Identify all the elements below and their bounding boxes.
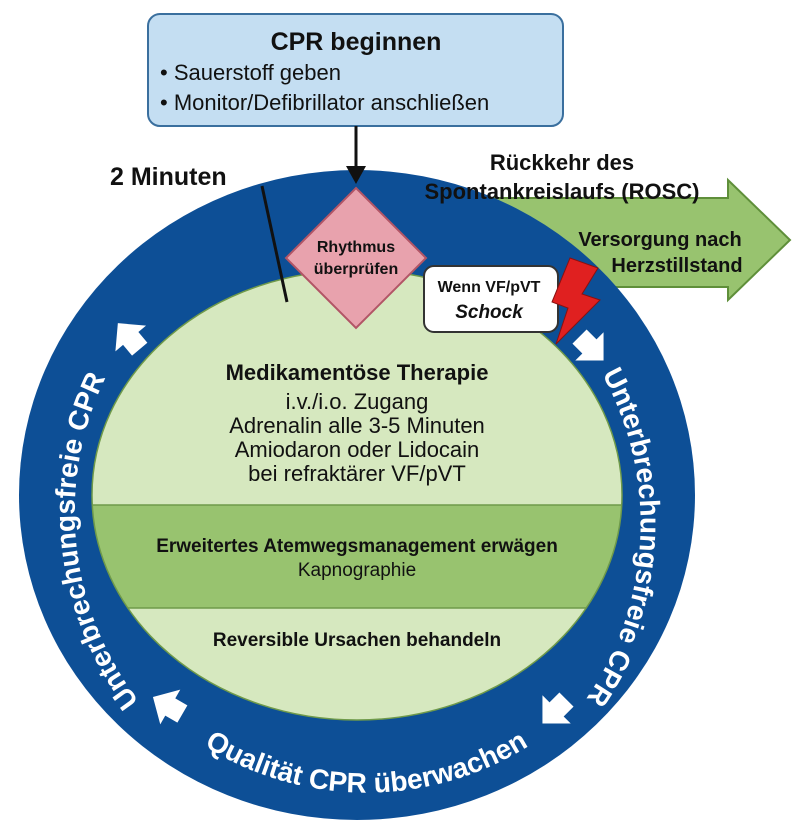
lightning-bolt-icon: [551, 257, 601, 345]
down-arrow-head: [346, 166, 366, 184]
drug-therapy-line: i.v./i.o. Zugang: [286, 389, 429, 414]
two-minutes-pointer: [260, 185, 289, 303]
cycle-arrow-icon: [572, 329, 604, 361]
start-box-item: • Monitor/Defibrillator anschließen: [160, 90, 489, 115]
airway-subtitle: Kapnographie: [298, 560, 416, 581]
rosc-label-line1: Rückkehr des: [490, 150, 634, 175]
cycle-arrow-icon: [152, 689, 188, 725]
two-minutes-label: 2 Minuten: [110, 163, 227, 191]
drug-therapy-line: bei refraktärer VF/pVT: [248, 461, 466, 486]
start-box-item: • Sauerstoff geben: [160, 60, 341, 85]
shock-box-line1: Wenn VF/pVT: [438, 279, 541, 296]
post-arrest-line2: Herzstillstand: [611, 255, 742, 277]
start-box-title: CPR beginnen: [271, 28, 442, 56]
cycle-arrow-icon: [115, 323, 148, 356]
drug-therapy-line: Amiodaron oder Lidocain: [235, 437, 480, 462]
rhythm-check-line1: Rhythmus: [317, 239, 395, 256]
airway-title: Erweitertes Atemwegsmanagement erwägen: [156, 536, 558, 557]
drug-therapy-line: Adrenalin alle 3-5 Minuten: [229, 413, 485, 438]
rhythm-check-line2: überprüfen: [314, 261, 398, 278]
drug-therapy-title: Medikamentöse Therapie: [226, 360, 489, 385]
rhythm-check-diamond: [284, 186, 428, 330]
reversible-title: Reversible Ursachen behandeln: [213, 630, 501, 651]
post-arrest-line1: Versorgung nach: [578, 229, 741, 251]
shock-box-line2: Schock: [455, 302, 524, 323]
rosc-label-line2: Spontankreislaufs (ROSC): [424, 179, 699, 204]
cycle-arrow-icon: [542, 692, 574, 724]
